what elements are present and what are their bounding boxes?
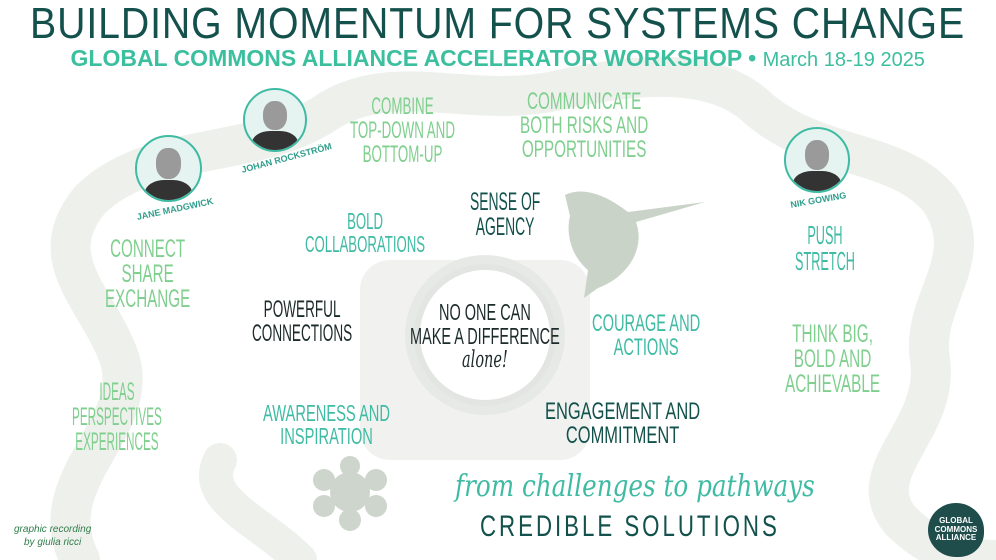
snowflake-icon <box>313 456 387 531</box>
separator: • <box>748 45 757 71</box>
portrait-jane-madgwick <box>135 135 202 202</box>
credible-solutions: CREDIBLE SOLUTIONS <box>480 510 780 543</box>
workshop-date: March 18-19 2025 <box>762 49 925 71</box>
workshop-name: GLOBAL COMMONS ALLIANCE ACCELERATOR WORK… <box>70 45 742 71</box>
portrait-johan-rockstrom <box>243 88 307 152</box>
page-title: BUILDING MOMENTUM FOR SYSTEMS CHANGE <box>30 0 966 48</box>
hummingbird-icon <box>565 191 705 298</box>
portrait-nik-gowing <box>784 127 850 193</box>
swirl-path <box>50 56 996 560</box>
subtitle: GLOBAL COMMONS ALLIANCE ACCELERATOR WORK… <box>70 45 925 71</box>
tagline-script: from challenges to pathways <box>455 469 815 504</box>
